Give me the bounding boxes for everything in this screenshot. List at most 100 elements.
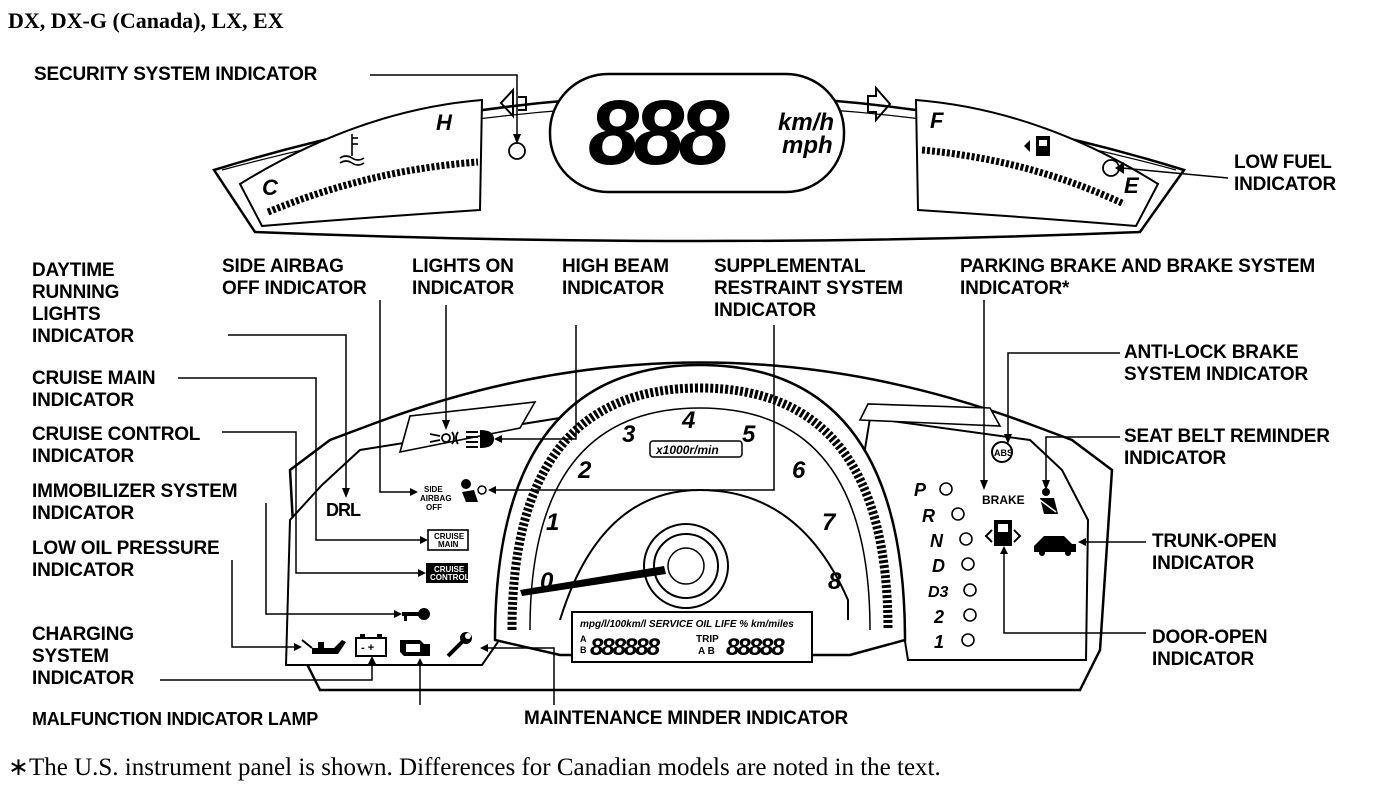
label-low-oil-line-2: INDICATOR bbox=[32, 560, 134, 581]
speed-digits: 888 bbox=[588, 82, 730, 184]
wrench-icon bbox=[446, 632, 472, 658]
battery-icon: - + bbox=[355, 634, 387, 657]
cruise-control-text-1: CRUISE bbox=[434, 565, 465, 574]
lights-on-icon bbox=[429, 431, 459, 445]
label-srs-line-2: RESTRAINT SYSTEM bbox=[714, 278, 903, 299]
label-cruise-main: CRUISE MAIN INDICATOR bbox=[32, 368, 156, 412]
label-maintenance-minder: MAINTENANCE MINDER INDICATOR bbox=[524, 708, 849, 729]
immobilizer-key-icon bbox=[402, 608, 430, 621]
label-srs-line-3: INDICATOR bbox=[714, 300, 816, 321]
speed-unit-mph: mph bbox=[782, 132, 833, 159]
label-seat-belt-line-2: INDICATOR bbox=[1124, 448, 1226, 469]
label-srs: SUPPLEMENTAL RESTRAINT SYSTEM INDICATOR bbox=[714, 256, 903, 322]
label-seat-belt-line-1: SEAT BELT REMINDER bbox=[1124, 426, 1330, 447]
label-drl-line-1: DAYTIME bbox=[32, 260, 115, 281]
label-immobilizer-line-2: INDICATOR bbox=[32, 503, 134, 524]
label-charging: CHARGING SYSTEM INDICATOR bbox=[32, 624, 134, 690]
fuel-pump-icon bbox=[1024, 136, 1050, 156]
drl-indicator-text: DRL bbox=[326, 500, 361, 520]
label-drl: DAYTIME RUNNING LIGHTS INDICATOR bbox=[32, 260, 134, 348]
label-door-open-line-1: DOOR-OPEN bbox=[1152, 627, 1268, 648]
upper-cluster: 888 km/h mph C H F E bbox=[212, 72, 1187, 243]
label-malfunction: MALFUNCTION INDICATOR LAMP bbox=[32, 709, 319, 729]
coolant-temp-icon bbox=[339, 134, 365, 166]
label-seat-belt: SEAT BELT REMINDER INDICATOR bbox=[1124, 426, 1330, 470]
tach-number-3: 3 bbox=[622, 421, 636, 448]
label-low-oil-line-1: LOW OIL PRESSURE bbox=[32, 538, 220, 559]
gear-r: R bbox=[922, 506, 935, 526]
label-parking-brake-line-2: INDICATOR* bbox=[960, 278, 1070, 299]
label-low-oil: LOW OIL PRESSURE INDICATOR bbox=[32, 538, 220, 582]
label-security-system: SECURITY SYSTEM INDICATOR bbox=[34, 64, 318, 85]
mid-trip-label: TRIP bbox=[696, 634, 719, 645]
side-airbag-off-text-1: SIDE bbox=[424, 485, 443, 494]
turn-left-arrow-icon bbox=[499, 87, 514, 119]
gear-d3: D3 bbox=[928, 584, 949, 601]
tach-number-7: 7 bbox=[822, 509, 837, 536]
footnote: ∗The U.S. instrument panel is shown. Dif… bbox=[8, 754, 941, 781]
label-low-fuel: LOW FUEL INDICATOR bbox=[1234, 152, 1336, 196]
label-side-airbag-line-2: OFF INDICATOR bbox=[222, 278, 367, 299]
label-lights-on: LIGHTS ON INDICATOR bbox=[412, 256, 514, 300]
tach-number-5: 5 bbox=[742, 421, 756, 448]
fuel-empty-label: E bbox=[1124, 173, 1140, 198]
oil-can-icon bbox=[301, 639, 346, 654]
trunk-open-icon bbox=[1034, 536, 1076, 556]
mid-ab-a: A bbox=[580, 634, 587, 644]
label-side-airbag-line-1: SIDE AIRBAG bbox=[222, 256, 344, 277]
lower-cluster: mpg/l/100km/l SERVICE OIL LIFE % km/mile… bbox=[284, 361, 1114, 692]
label-charging-line-2: SYSTEM bbox=[32, 646, 109, 667]
label-abs-line-2: SYSTEM INDICATOR bbox=[1124, 364, 1308, 385]
gear-p: P bbox=[914, 480, 927, 500]
label-door-open-line-2: INDICATOR bbox=[1152, 649, 1254, 670]
label-lights-on-line-2: INDICATOR bbox=[412, 278, 514, 299]
security-indicator-icon bbox=[508, 142, 526, 160]
temp-hot-label: H bbox=[436, 110, 453, 135]
tach-unit: x1000r/min bbox=[655, 443, 719, 457]
label-high-beam-line-2: INDICATOR bbox=[562, 278, 664, 299]
label-lights-on-line-1: LIGHTS ON bbox=[412, 256, 514, 277]
label-parking-brake: PARKING BRAKE AND BRAKE SYSTEM INDICATOR… bbox=[960, 256, 1315, 300]
cruise-main-text-2: MAIN bbox=[438, 540, 459, 549]
label-drl-line-4: INDICATOR bbox=[32, 326, 134, 347]
label-cruise-control-line-1: CRUISE CONTROL bbox=[32, 424, 201, 445]
abs-icon: ABS bbox=[991, 441, 1013, 463]
label-cruise-control: CRUISE CONTROL INDICATOR bbox=[32, 424, 200, 468]
label-high-beam: HIGH BEAM INDICATOR bbox=[562, 256, 669, 300]
label-charging-line-1: CHARGING bbox=[32, 624, 134, 645]
label-charging-line-3: INDICATOR bbox=[32, 668, 134, 689]
srs-airbag-icon bbox=[461, 479, 487, 502]
label-drl-line-2: RUNNING bbox=[32, 282, 120, 303]
label-cruise-control-line-2: INDICATOR bbox=[32, 446, 134, 467]
door-open-icon bbox=[984, 520, 1022, 546]
page-title: DX, DX-G (Canada), LX, EX bbox=[8, 8, 284, 33]
mid-trip-ab: A B bbox=[698, 646, 715, 657]
mid-digits-left: 888888 bbox=[590, 634, 661, 661]
turn-right-arrow-icon bbox=[867, 85, 892, 123]
tach-number-0: 0 bbox=[540, 568, 554, 595]
temp-cold-label: C bbox=[262, 175, 279, 200]
tach-number-6: 6 bbox=[792, 457, 806, 484]
speed-unit-kmh: km/h bbox=[778, 109, 834, 136]
fuel-full-label: F bbox=[930, 108, 944, 133]
label-immobilizer: IMMOBILIZER SYSTEM INDICATOR bbox=[32, 481, 238, 525]
leader-lines bbox=[160, 74, 1229, 705]
tach-number-1: 1 bbox=[546, 509, 559, 536]
label-cruise-main-line-1: CRUISE MAIN bbox=[32, 368, 156, 389]
seat-belt-icon bbox=[1039, 488, 1058, 514]
brake-text: BRAKE bbox=[982, 493, 1025, 507]
mid-digits-right: 88888 bbox=[726, 634, 785, 661]
gear-d: D bbox=[932, 556, 945, 576]
label-side-airbag-off: SIDE AIRBAG OFF INDICATOR bbox=[222, 256, 367, 300]
gear-n: N bbox=[930, 531, 944, 551]
label-parking-brake-line-1: PARKING BRAKE AND BRAKE SYSTEM bbox=[960, 256, 1316, 277]
cruise-control-text-2: CONTROL bbox=[430, 573, 470, 582]
check-engine-icon bbox=[400, 640, 430, 656]
side-airbag-off-text-2: AIRBAG bbox=[420, 494, 452, 503]
label-trunk-open-line-1: TRUNK-OPEN bbox=[1152, 531, 1277, 552]
gear-lamps bbox=[939, 482, 977, 647]
label-immobilizer-line-1: IMMOBILIZER SYSTEM bbox=[32, 481, 238, 502]
tach-number-4: 4 bbox=[681, 407, 695, 434]
label-high-beam-line-1: HIGH BEAM bbox=[562, 256, 669, 277]
